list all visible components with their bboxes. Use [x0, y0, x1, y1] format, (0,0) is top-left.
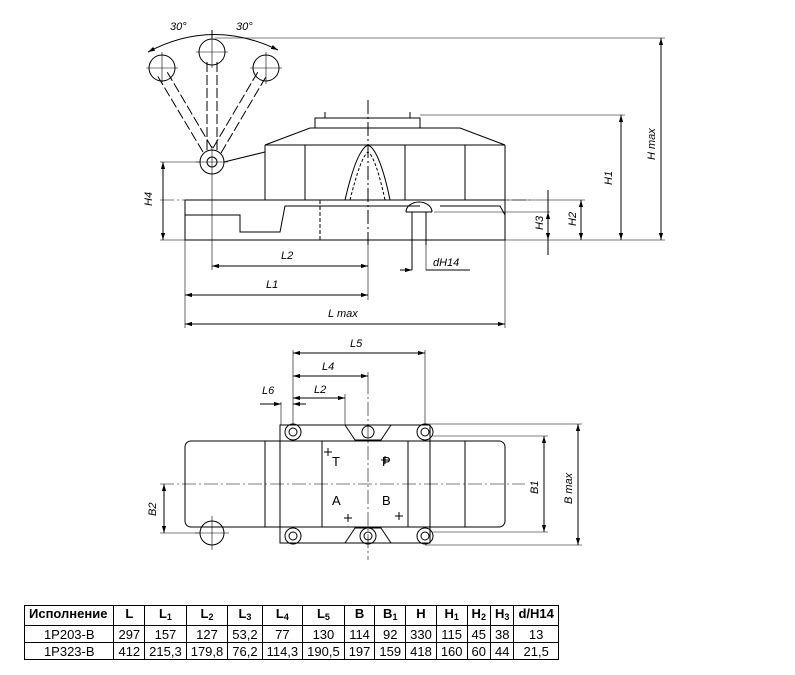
table-cell: 157	[144, 625, 187, 643]
l2-plan-label: L2	[314, 384, 326, 396]
table-cell: 179,8	[185, 642, 229, 660]
table-cell: 130	[302, 625, 345, 643]
technical-drawing: 30° 30° H4 H max H1 H2 H3 L2 L1 L max dH…	[143, 21, 665, 560]
header-B1: B1	[374, 605, 407, 626]
table-cell: 115	[435, 625, 468, 643]
b1-label: B1	[529, 481, 541, 494]
lever-right	[212, 69, 268, 154]
side-view	[146, 30, 665, 328]
bmax-label: B max	[563, 472, 575, 504]
lever-center	[206, 62, 218, 150]
table-cell: 1Р203-В	[23, 625, 115, 643]
h4-label: H4	[143, 192, 155, 206]
table-cell: 412	[113, 642, 146, 660]
angle-arc	[147, 34, 279, 53]
table-cell: 297	[113, 625, 146, 643]
mount-hole-bl	[284, 527, 302, 545]
table-cell: 190,5	[302, 642, 345, 660]
header-H: H	[405, 605, 437, 626]
table-cell: 76,2	[227, 642, 263, 660]
top-cover	[264, 127, 506, 146]
table-cell: 114,3	[261, 642, 304, 660]
port-opening	[405, 201, 433, 213]
lmax-label: L max	[328, 308, 358, 320]
h1-label: H1	[603, 171, 615, 185]
l1-label: L1	[266, 279, 278, 291]
h3-label: H3	[534, 215, 546, 230]
port-t-label: T	[332, 454, 340, 469]
header-H2: H2	[466, 605, 491, 626]
dh14-label: dH14	[433, 257, 459, 269]
table-cell: 92	[374, 625, 407, 643]
header-variant: Исполнение	[23, 605, 115, 626]
l4-label: L4	[322, 361, 334, 373]
l5-label: L5	[350, 338, 363, 350]
l2-top-label: L2	[281, 250, 293, 262]
header-L1: L1	[144, 605, 187, 626]
header-L5: L5	[302, 605, 345, 626]
table-cell: 60	[466, 642, 491, 660]
h2-label: H2	[567, 212, 579, 226]
table-row: 1Р203-В 297 157 127 53,2 77 130 114 92 3…	[23, 625, 559, 643]
mount-hole-br	[416, 527, 434, 545]
specification-table: Исполнение L L1 L2 L3 L4 L5 B B1 H H1 H2…	[23, 605, 559, 660]
table-cell: 418	[405, 642, 437, 660]
header-L4: L4	[261, 605, 304, 626]
port-a-label: A	[332, 493, 341, 508]
header-L: L	[113, 605, 146, 626]
port-b-label: B	[382, 493, 391, 508]
header-dH14: d/H14	[513, 605, 559, 626]
b2-label: B2	[147, 503, 159, 516]
table-cell: 53,2	[227, 625, 263, 643]
mount-hole-cb	[359, 527, 377, 545]
table-cell: 330	[405, 625, 437, 643]
mount-hole-tr	[416, 423, 434, 441]
header-B: B	[343, 605, 376, 626]
table-cell: 45	[466, 625, 491, 643]
valve-body	[264, 144, 506, 200]
table-header-row: Исполнение L L1 L2 L3 L4 L5 B B1 H H1 H2…	[23, 605, 559, 626]
header-H3: H3	[489, 605, 515, 626]
header-L3: L3	[227, 605, 263, 626]
table-cell: 197	[343, 642, 376, 660]
hmax-label: H max	[646, 128, 658, 160]
mount-hole-ct	[361, 425, 375, 439]
table-cell: 160	[435, 642, 468, 660]
table-cell: 159	[374, 642, 407, 660]
angle-right-label: 30°	[236, 21, 253, 33]
table-row: 1Р323-В 412 215,3 179,8 76,2 114,3 190,5…	[23, 642, 559, 660]
table-cell: 38	[489, 625, 515, 643]
lever-left	[156, 69, 213, 153]
table-cell: 21,5	[513, 642, 559, 660]
header-L2: L2	[185, 605, 229, 626]
table-cell: 1Р323-В	[23, 642, 115, 660]
table-cell: 44	[489, 642, 515, 660]
angle-left-label: 30°	[170, 21, 187, 33]
base-left-step	[185, 205, 420, 233]
header-H1: H1	[435, 605, 468, 626]
l6-label: L6	[262, 385, 275, 397]
table-cell: 13	[513, 625, 559, 643]
plan-view	[160, 350, 582, 560]
table-cell: 77	[261, 625, 304, 643]
port-p-label: P	[382, 454, 391, 469]
table-cell: 127	[185, 625, 229, 643]
table-cell: 215,3	[144, 642, 187, 660]
mount-hole-tl	[284, 423, 302, 441]
table-cell: 114	[343, 625, 376, 643]
